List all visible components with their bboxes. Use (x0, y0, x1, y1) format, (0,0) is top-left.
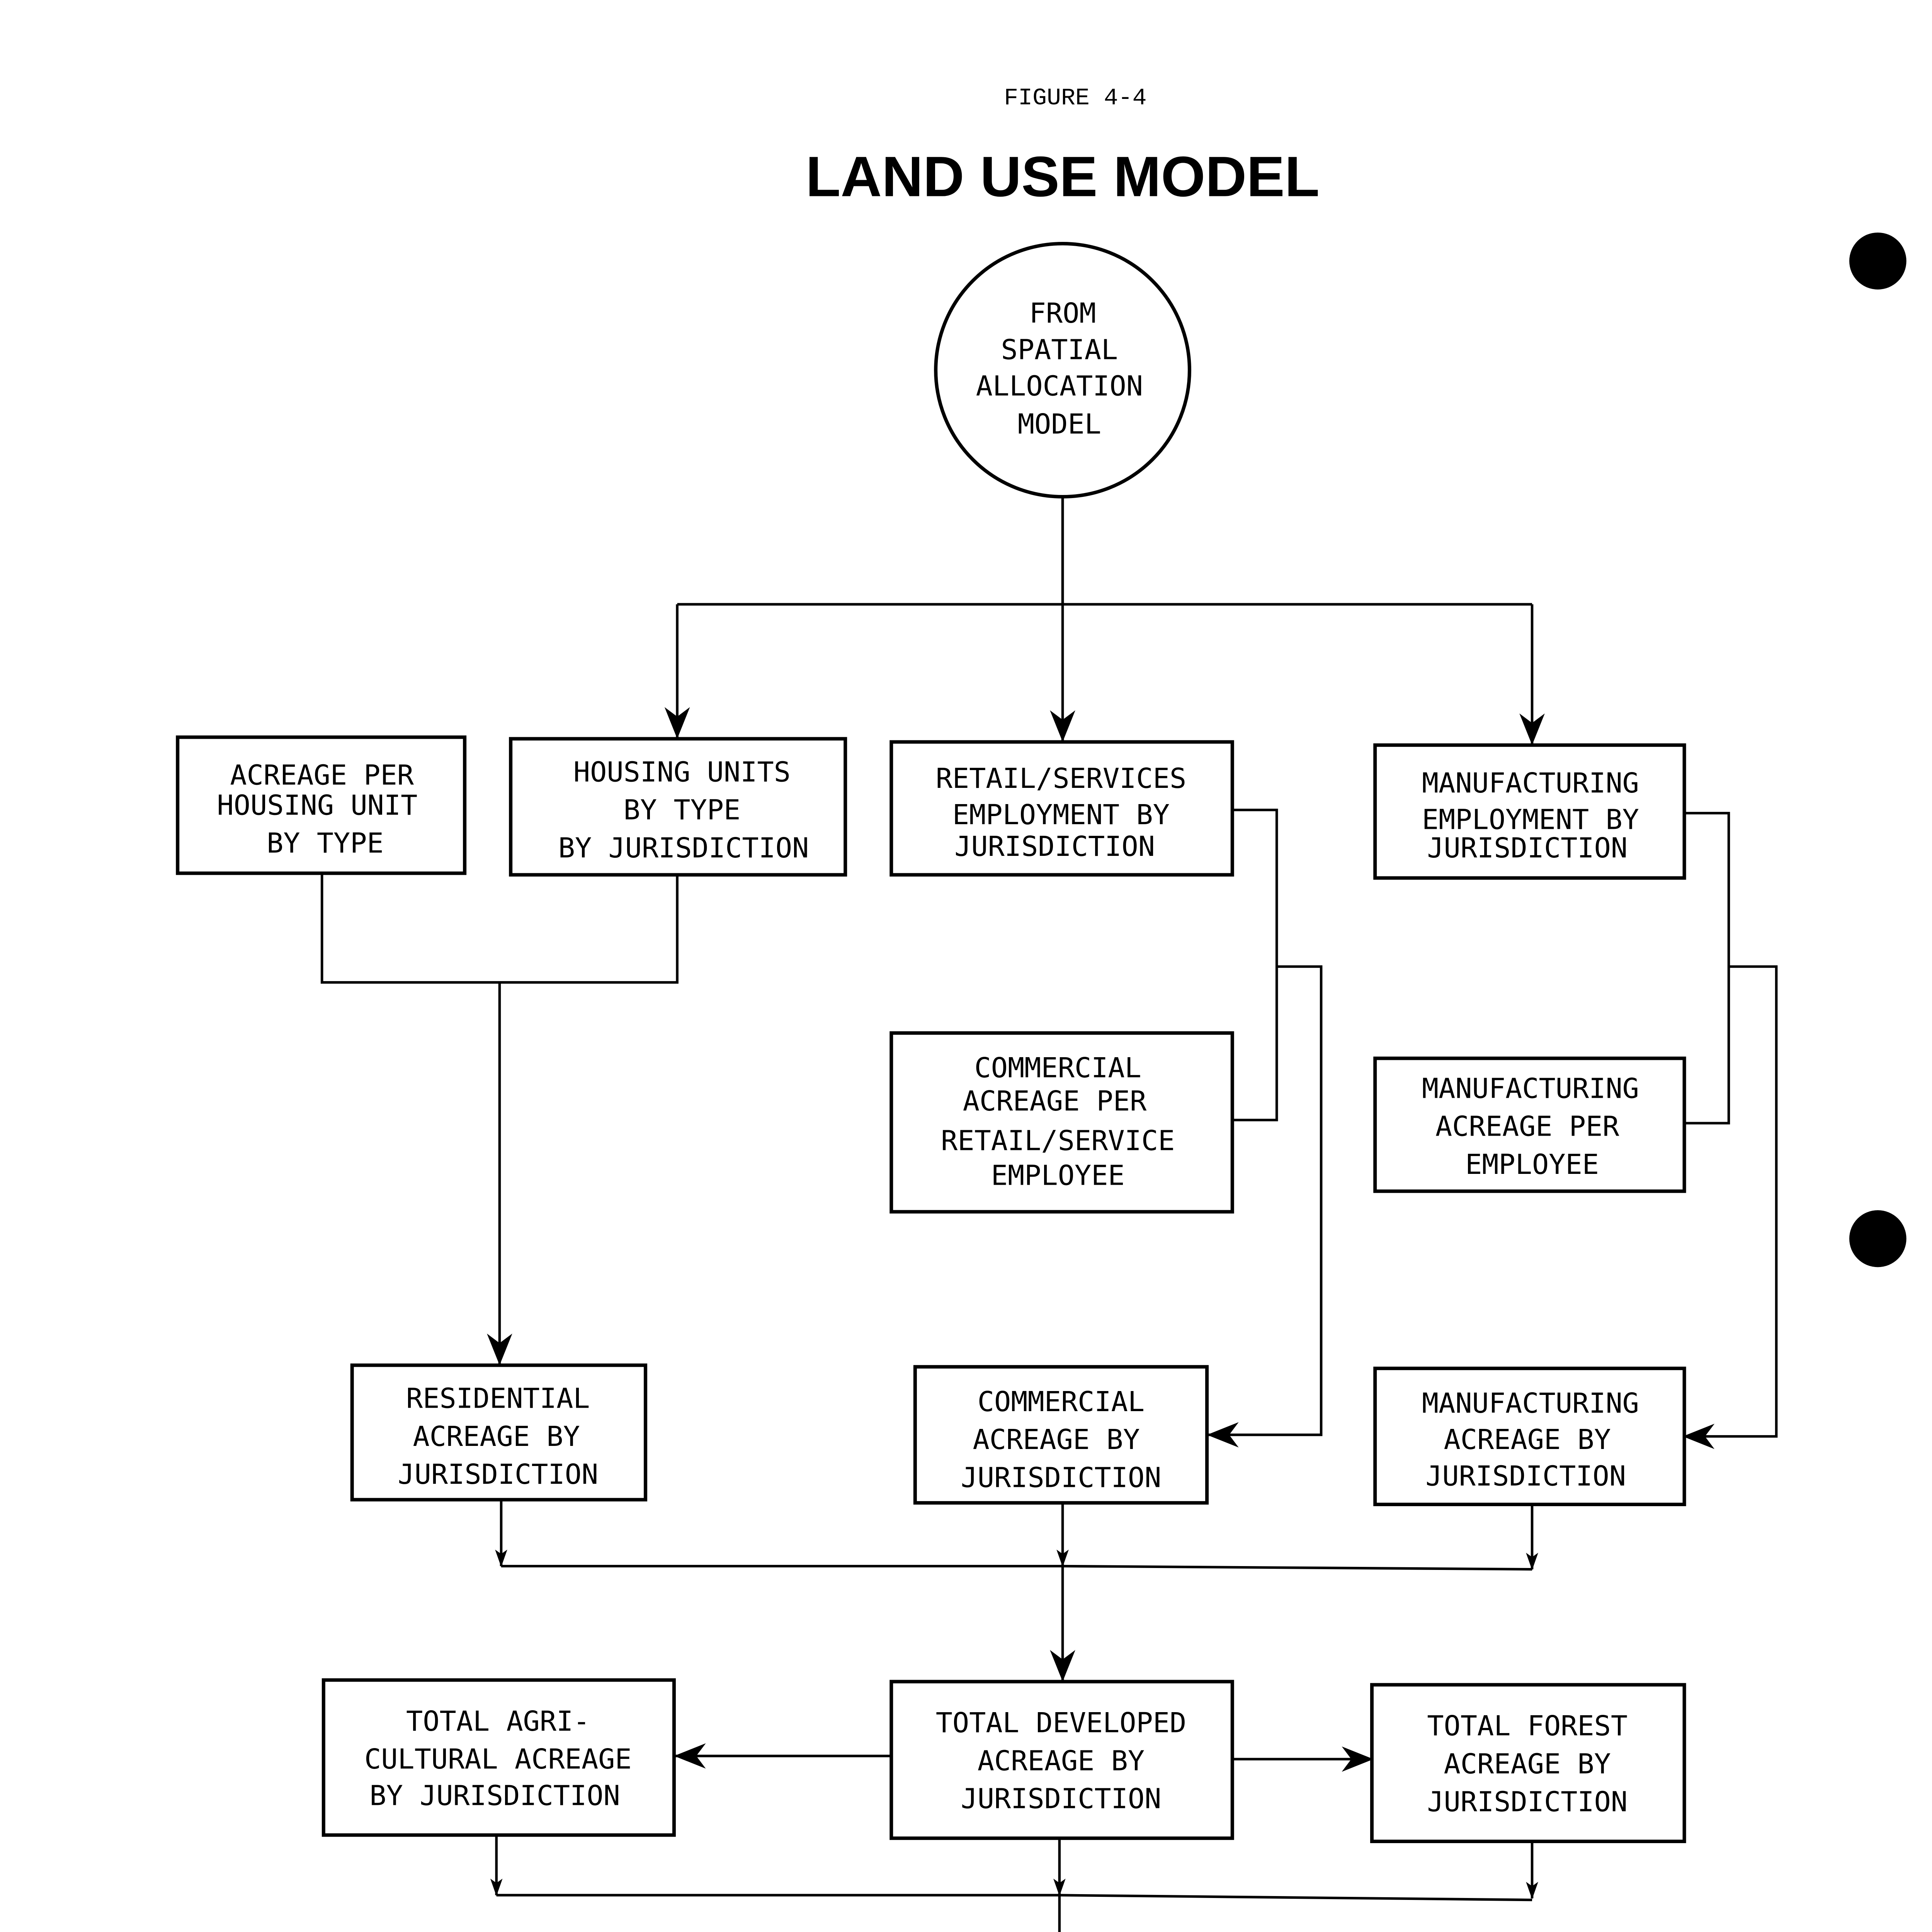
node-acreage-per-housing: ACREAGE PER HOUSING UNIT BY TYPE (176, 735, 467, 875)
svg-text:SPATIAL: SPATIAL (1001, 333, 1118, 366)
svg-text:TOTAL AGRI-: TOTAL AGRI- (406, 1705, 590, 1737)
edge-total-merge (496, 1894, 1532, 1901)
svg-text:MANUFACTURING: MANUFACTURING (1422, 1072, 1639, 1104)
svg-text:EMPLOYMENT BY: EMPLOYMENT BY (952, 798, 1170, 831)
node-housing-units: HOUSING UNITS BY TYPE BY JURISDICTION (509, 737, 847, 877)
svg-text:ACREAGE BY: ACREAGE BY (1444, 1423, 1611, 1456)
node-total-forest: TOTAL FOREST ACREAGE BY JURISDICTION (1370, 1683, 1686, 1843)
svg-text:EMPLOYEE: EMPLOYEE (1465, 1148, 1599, 1180)
edge-to-commercial-acreage (1207, 965, 1323, 1448)
svg-text:ACREAGE PER: ACREAGE PER (1435, 1110, 1619, 1143)
svg-text:MANUFACTURING: MANUFACTURING (1422, 767, 1639, 799)
svg-text:ACREAGE PER: ACREAGE PER (963, 1085, 1147, 1117)
edge-housing-merge (320, 873, 679, 984)
node-spatial-model: FROM SPATIAL ALLOCATION MODEL (934, 242, 1191, 499)
svg-text:MODEL: MODEL (1018, 408, 1101, 440)
svg-text:ACREAGE BY: ACREAGE BY (978, 1744, 1145, 1777)
svg-text:TOTAL FOREST: TOTAL FOREST (1427, 1709, 1628, 1742)
svg-text:COMMERCIAL: COMMERCIAL (978, 1385, 1145, 1418)
node-total-developed: TOTAL DEVELOPED ACREAGE BY JURISDICTION (889, 1680, 1234, 1840)
svg-text:ACREAGE BY: ACREAGE BY (413, 1420, 580, 1452)
svg-text:RETAIL/SERVICES: RETAIL/SERVICES (936, 762, 1187, 794)
edge-manufacturing-bracket (1684, 812, 1730, 1125)
connectors (320, 497, 1778, 1932)
node-manufacturing-employment: MANUFACTURING EMPLOYMENT BY JURISDICTION (1373, 743, 1686, 880)
edge-to-manufacturing-acreage (1682, 965, 1778, 1449)
node-commercial-acreage-per: COMMERCIAL ACREAGE PER RETAIL/SERVICE EM… (889, 1031, 1234, 1214)
node-manufacturing-acreage-per: MANUFACTURING ACREAGE PER EMPLOYEE (1373, 1056, 1686, 1193)
svg-text:TOTAL DEVELOPED: TOTAL DEVELOPED (936, 1706, 1187, 1739)
svg-text:EMPLOYMENT BY: EMPLOYMENT BY (1422, 803, 1639, 835)
svg-text:COMMERCIAL: COMMERCIAL (975, 1051, 1141, 1084)
edge-developed-merge (501, 1565, 1532, 1571)
svg-text:HOUSING UNIT: HOUSING UNIT (217, 789, 418, 821)
svg-text:BY JURISDICTION: BY JURISDICTION (558, 832, 809, 864)
svg-text:BY TYPE: BY TYPE (624, 794, 741, 826)
figure-label: FIGURE 4-4 (1004, 85, 1146, 112)
binder-hole-top (1849, 232, 1906, 290)
svg-text:JURISDICTION: JURISDICTION (398, 1458, 598, 1490)
svg-text:JURISDICTION: JURISDICTION (1427, 1786, 1628, 1818)
node-manufacturing-acreage: MANUFACTURING ACREAGE BY JURISDICTION (1373, 1366, 1686, 1506)
svg-text:FROM: FROM (1029, 297, 1096, 329)
svg-text:HOUSING UNITS: HOUSING UNITS (573, 756, 791, 788)
svg-text:JURISDICTION: JURISDICTION (961, 1461, 1162, 1494)
svg-text:ACREAGE BY: ACREAGE BY (1444, 1748, 1611, 1780)
svg-text:ALLOCATION: ALLOCATION (976, 370, 1143, 402)
svg-text:ACREAGE PER: ACREAGE PER (230, 759, 414, 791)
svg-text:JURISDICTION: JURISDICTION (1425, 1459, 1626, 1492)
svg-text:MANUFACTURING: MANUFACTURING (1422, 1387, 1639, 1419)
svg-text:JURISDICTION: JURISDICTION (1427, 832, 1628, 864)
svg-text:ACREAGE BY: ACREAGE BY (973, 1423, 1139, 1456)
svg-text:JURISDICTION: JURISDICTION (961, 1782, 1162, 1815)
page-title: LAND USE MODEL (806, 145, 1320, 209)
node-total-agricultural: TOTAL AGRI- CULTURAL ACREAGE BY JURISDIC… (321, 1678, 676, 1837)
svg-text:RESIDENTIAL: RESIDENTIAL (406, 1382, 590, 1415)
edge-retail-bracket (1232, 808, 1278, 1121)
node-retail-employment: RETAIL/SERVICES EMPLOYMENT BY JURISDICTI… (889, 740, 1234, 877)
binder-hole-middle (1849, 1210, 1906, 1267)
svg-text:CULTURAL ACREAGE: CULTURAL ACREAGE (364, 1743, 632, 1775)
svg-text:EMPLOYEE: EMPLOYEE (991, 1159, 1125, 1192)
svg-text:BY JURISDICTION: BY JURISDICTION (369, 1779, 620, 1811)
svg-text:RETAIL/SERVICE: RETAIL/SERVICE (941, 1124, 1175, 1156)
node-residential-acreage: RESIDENTIAL ACREAGE BY JURISDICTION (350, 1363, 648, 1502)
svg-text:BY TYPE: BY TYPE (267, 827, 384, 859)
svg-text:JURISDICTION: JURISDICTION (954, 830, 1155, 862)
node-commercial-acreage: COMMERCIAL ACREAGE BY JURISDICTION (913, 1365, 1209, 1505)
